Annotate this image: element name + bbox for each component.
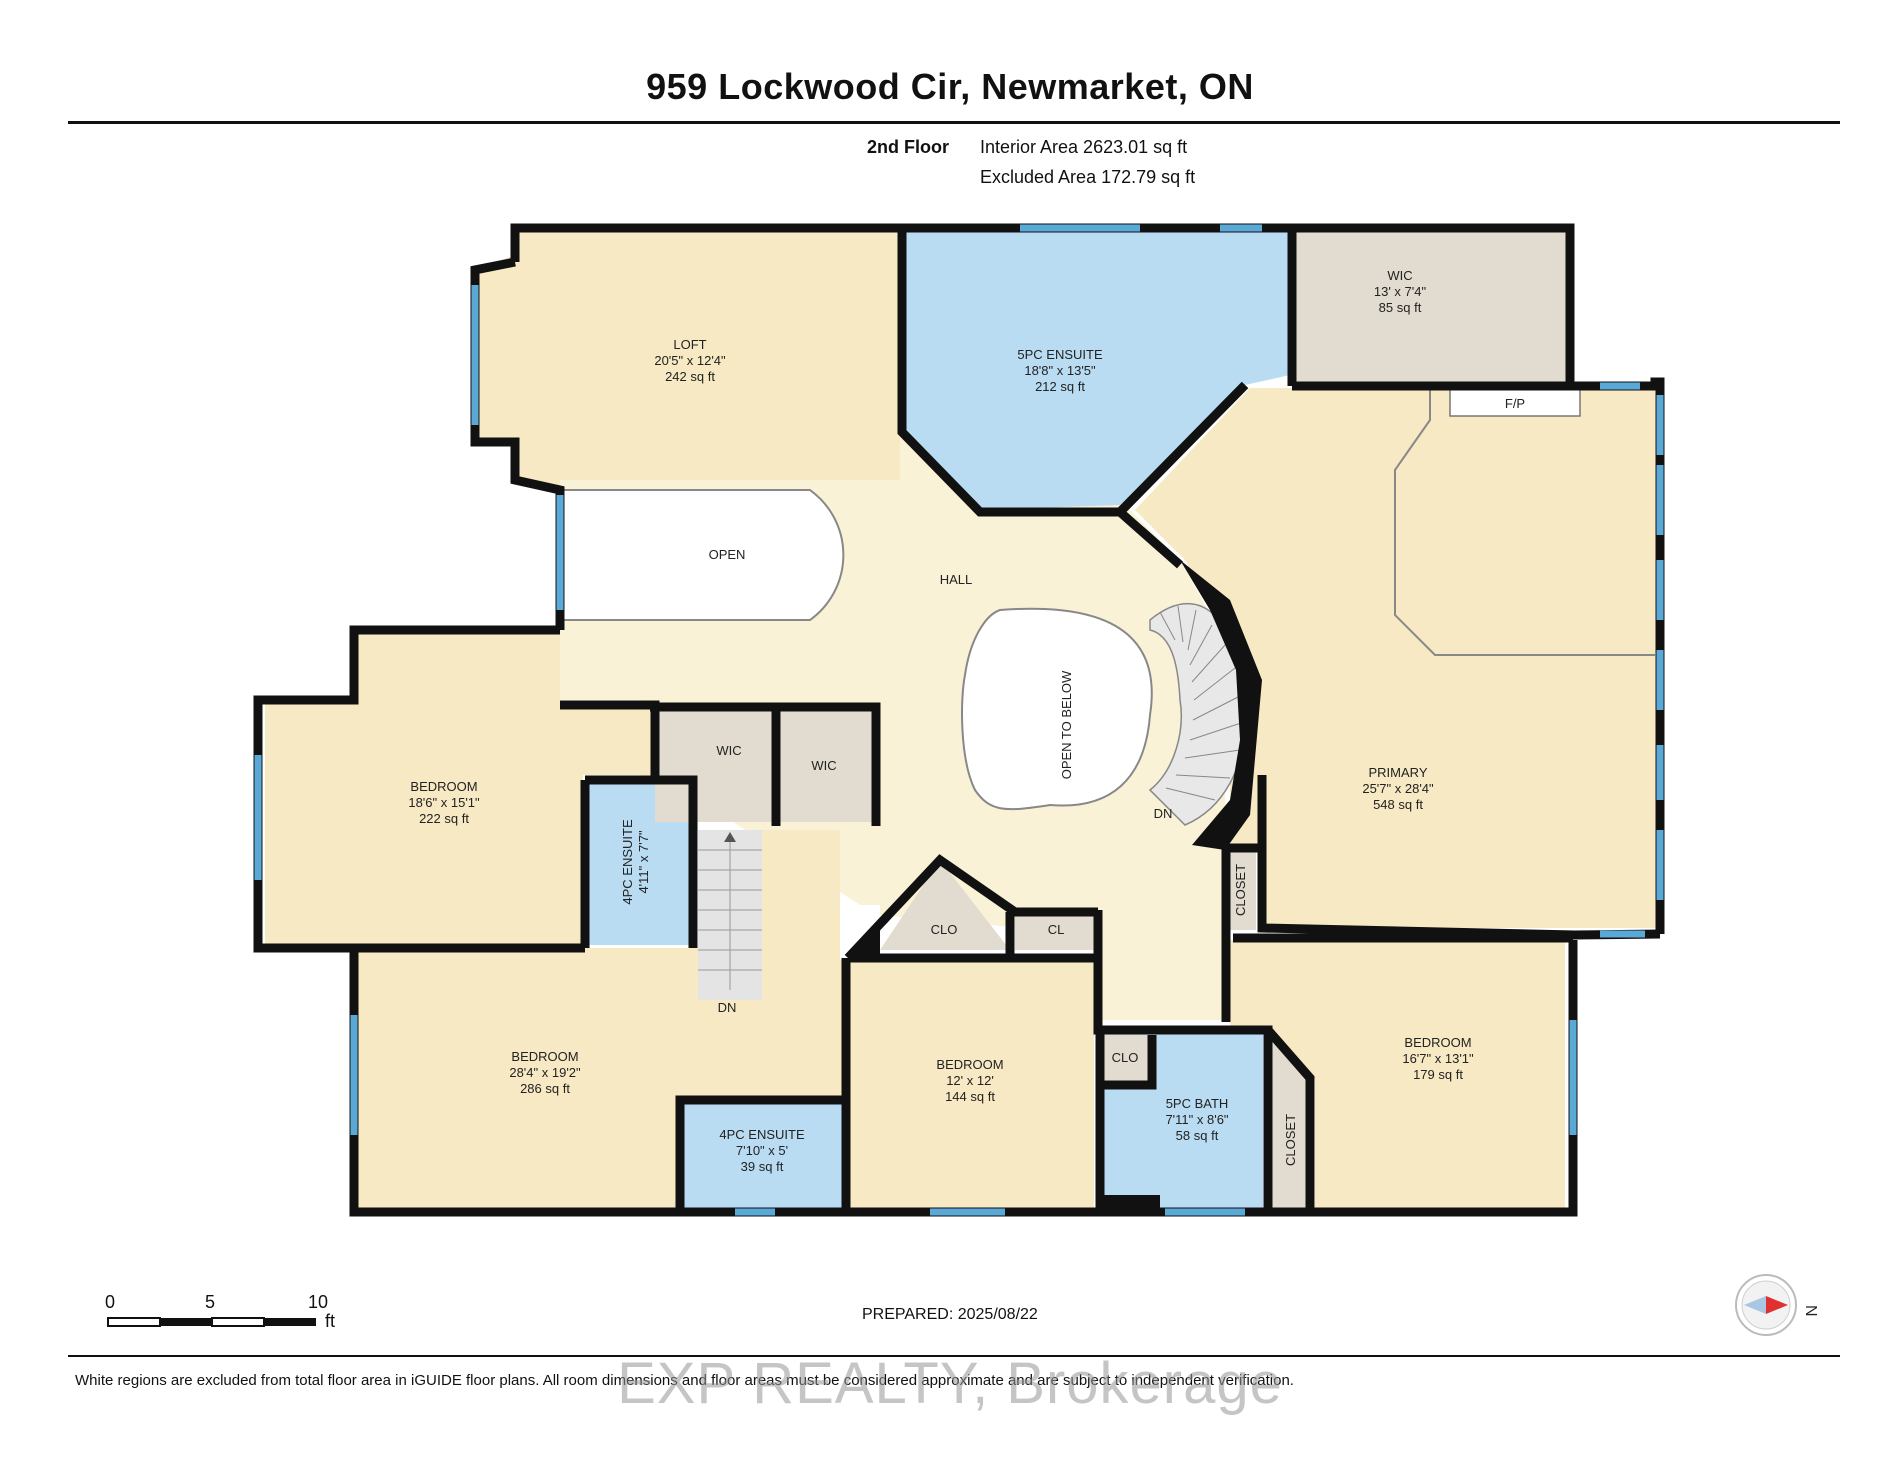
dn-main-label: DN bbox=[1154, 806, 1173, 821]
bed-sw-dims: 28'4" x 19'2" bbox=[509, 1065, 581, 1080]
wic-top-area: 85 sq ft bbox=[1379, 300, 1422, 315]
closet-primary-label: CLOSET bbox=[1233, 864, 1248, 916]
scale-unit: ft bbox=[325, 1311, 336, 1331]
prepared-date: PREPARED: 2025/08/22 bbox=[862, 1306, 1038, 1323]
ensuite-4pc-bottom-room bbox=[683, 1103, 843, 1208]
ensuite-5pc-room bbox=[905, 232, 1290, 510]
clo2-label: CLO bbox=[1112, 1050, 1139, 1065]
wic2-label: WIC bbox=[811, 758, 836, 773]
bed-w-name: BEDROOM bbox=[410, 779, 477, 794]
loft-name: LOFT bbox=[673, 337, 706, 352]
excluded-area: Excluded Area 172.79 sq ft bbox=[980, 167, 1196, 187]
scale-bar bbox=[107, 1317, 316, 1327]
cl-label: CL bbox=[1048, 922, 1065, 937]
scale-label-0: 0 bbox=[105, 1292, 116, 1312]
primary-bay-outline bbox=[1394, 390, 1655, 656]
scale-label-10: 10 bbox=[308, 1292, 329, 1312]
bath5-dims: 7'11" x 8'6" bbox=[1165, 1112, 1228, 1127]
wic-1-room bbox=[655, 710, 773, 822]
compass-n-label: N bbox=[1802, 1305, 1819, 1317]
bedroom-southeast-room bbox=[1230, 940, 1565, 1208]
primary-area: 548 sq ft bbox=[1373, 797, 1423, 812]
bed-se-area: 179 sq ft bbox=[1413, 1067, 1463, 1082]
ensuite4b-dims: 7'10" x 5' bbox=[736, 1143, 788, 1158]
ensuite4b-area: 39 sq ft bbox=[741, 1159, 784, 1174]
ensuite4v-name: 4PC ENSUITE bbox=[620, 819, 635, 905]
ensuite5-name: 5PC ENSUITE bbox=[1017, 347, 1103, 362]
open-area bbox=[559, 489, 845, 621]
ensuite5-dims: 18'8" x 13'5" bbox=[1024, 363, 1096, 378]
primary-name: PRIMARY bbox=[1369, 765, 1428, 780]
bed-sw-name: BEDROOM bbox=[511, 1049, 578, 1064]
bed-mid-area: 144 sq ft bbox=[945, 1089, 995, 1104]
clo1-label: CLO bbox=[931, 922, 958, 937]
bed-w-area: 222 sq ft bbox=[419, 811, 469, 826]
bed-w-dims: 18'6" x 15'1" bbox=[408, 795, 480, 810]
wic-2-room bbox=[780, 710, 874, 822]
bed-se-dims: 16'7" x 13'1" bbox=[1402, 1051, 1474, 1066]
bedroom-middle-room bbox=[848, 958, 1094, 1208]
bed-sw-area: 286 sq ft bbox=[520, 1081, 570, 1096]
bedroom-west-room bbox=[265, 630, 652, 945]
floor-name: 2nd Floor bbox=[867, 137, 949, 157]
ensuite4b-name: 4PC ENSUITE bbox=[719, 1127, 805, 1142]
footer-note: White regions are excluded from total fl… bbox=[75, 1372, 1294, 1389]
open-label: OPEN bbox=[709, 547, 746, 562]
loft-dims: 20'5" x 12'4" bbox=[654, 353, 726, 368]
ensuite4v-dims: 4'11" x 7'7" bbox=[636, 830, 651, 893]
header-rule bbox=[68, 121, 1840, 124]
bath5-area: 58 sq ft bbox=[1176, 1128, 1219, 1143]
watermark: EXP REALTY, Brokerage bbox=[617, 1351, 1283, 1416]
interior-area: Interior Area 2623.01 sq ft bbox=[980, 137, 1188, 157]
primary-dims: 25'7" x 28'4" bbox=[1362, 781, 1434, 796]
page-title: 959 Lockwood Cir, Newmarket, ON bbox=[646, 66, 1254, 107]
wic-top-room bbox=[1295, 232, 1567, 384]
bath5-name: 5PC BATH bbox=[1166, 1096, 1229, 1111]
closet-se-label: CLOSET bbox=[1283, 1114, 1298, 1166]
loft-room bbox=[475, 228, 900, 490]
wic-top-dims: 13' x 7'4" bbox=[1374, 284, 1427, 299]
scale-label-5: 5 bbox=[205, 1292, 216, 1312]
hall-label: HALL bbox=[940, 572, 973, 587]
closet-clo-1 bbox=[880, 860, 1010, 950]
closet-cl bbox=[1015, 910, 1098, 950]
wic1-label: WIC bbox=[716, 743, 741, 758]
fp-label: F/P bbox=[1505, 396, 1525, 411]
wic-top-name: WIC bbox=[1387, 268, 1412, 283]
closet-southeast bbox=[1270, 1035, 1310, 1208]
compass-icon bbox=[1735, 1274, 1797, 1336]
fireplace bbox=[1449, 387, 1581, 417]
dn-small-label: DN bbox=[718, 1000, 737, 1015]
open-to-below-area bbox=[961, 607, 1153, 811]
footer-rule bbox=[68, 1355, 1840, 1357]
open-below-label: OPEN TO BELOW bbox=[1059, 670, 1074, 779]
loft-area: 242 sq ft bbox=[665, 369, 715, 384]
closet-primary bbox=[1226, 850, 1256, 930]
bed-mid-dims: 12' x 12' bbox=[946, 1073, 994, 1088]
bed-mid-name: BEDROOM bbox=[936, 1057, 1003, 1072]
ensuite5-area: 212 sq ft bbox=[1035, 379, 1085, 394]
bed-se-name: BEDROOM bbox=[1404, 1035, 1471, 1050]
